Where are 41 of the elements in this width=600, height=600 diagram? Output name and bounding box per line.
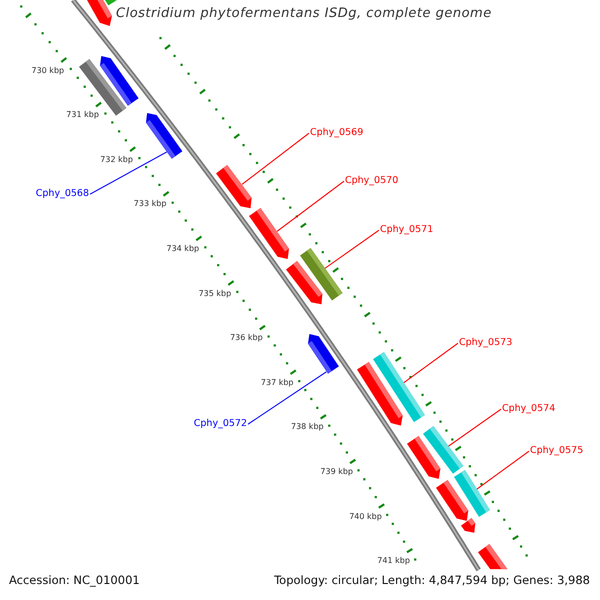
scale-label: 734 kbp: [166, 244, 200, 253]
scale-label: 733 kbp: [134, 200, 166, 208]
gene-feature: [87, 0, 112, 26]
scale-label: 740 kbp: [349, 512, 382, 520]
scale-label: 739 kbp: [320, 468, 353, 476]
gene-label: Cphy_0571: [380, 225, 434, 236]
scale-label: 736 kbp: [230, 334, 263, 342]
leader-line: [448, 408, 502, 447]
gene-feature: [216, 164, 252, 208]
leader-line: [248, 371, 327, 425]
leader-line: [90, 151, 168, 195]
gene-feature: [357, 362, 403, 426]
footer-text: Accession: NC_010001: [7, 573, 142, 588]
gene-feature: [146, 113, 182, 159]
scale-label: 738 kbp: [291, 423, 324, 432]
leader-line: [242, 132, 310, 185]
leader-line: [476, 450, 530, 490]
gene-feature: [249, 208, 290, 259]
scale-label: 741 kbp: [377, 557, 410, 566]
gene-label: Cphy_0572: [194, 419, 247, 430]
scale-label: 737 kbp: [260, 378, 294, 387]
scale-label: 735 kbp: [198, 290, 232, 298]
gene-feature: [436, 480, 468, 521]
gene-label: Cphy_0570: [345, 176, 398, 186]
gene-feature: [478, 544, 508, 569]
gene-feature: [460, 518, 475, 533]
gene-label: Cphy_0575: [530, 446, 584, 456]
gene-feature: [308, 334, 338, 374]
scale-label: 730 kbp: [32, 66, 64, 74]
gene-feature: [407, 436, 441, 479]
gene-label: Cphy_0568: [36, 189, 89, 200]
gene-label: Cphy_0569: [310, 128, 364, 138]
gene-feature: [105, 0, 118, 6]
leader-line: [276, 180, 344, 232]
scale-label: 732 kbp: [100, 156, 133, 164]
gene-label: Cphy_0574: [502, 404, 556, 414]
scale-label: 731 kbp: [66, 111, 99, 120]
footer-text: Topology: circular; Length: 4,847,594 bp; Genes: 3,988: [272, 573, 592, 588]
gene-label: Cphy_0573: [459, 338, 512, 348]
gene-feature: [286, 260, 322, 304]
leader-line: [324, 230, 380, 269]
